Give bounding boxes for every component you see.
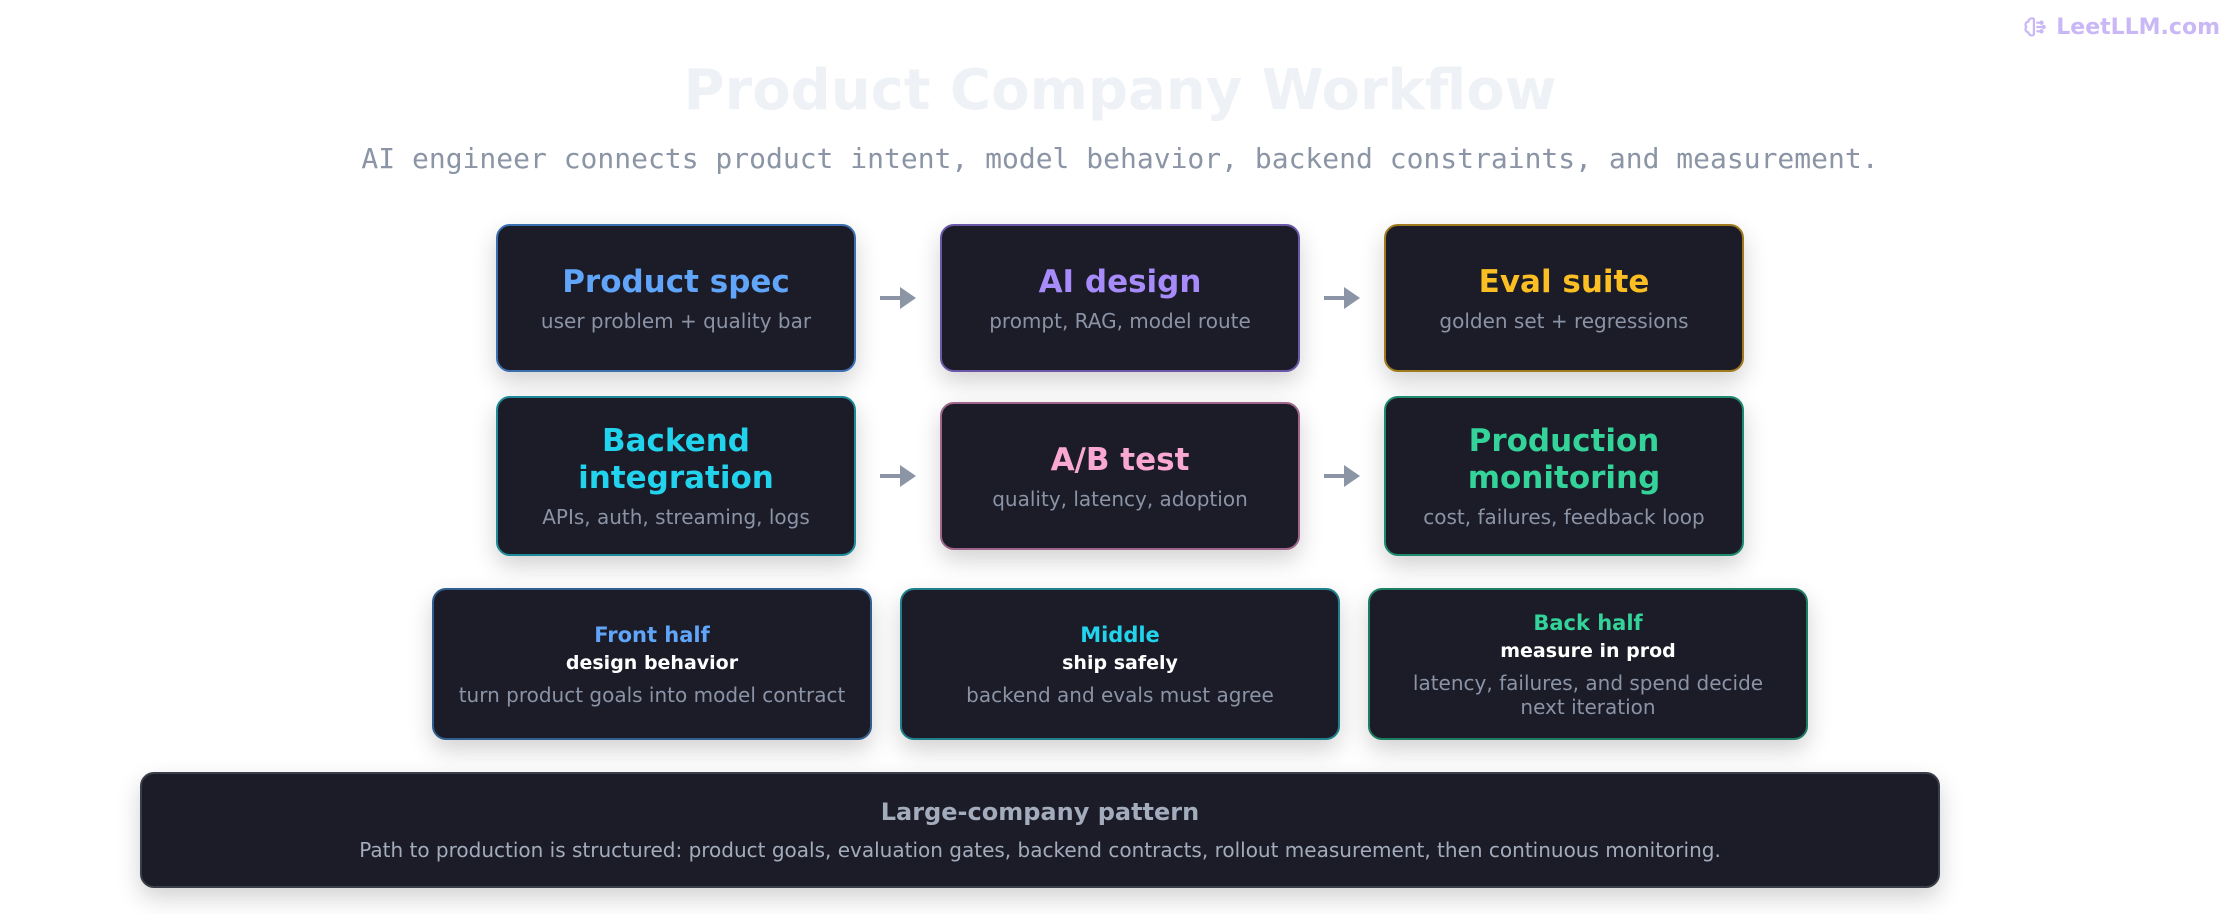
step-desc: cost, failures, feedback loop bbox=[1423, 505, 1705, 529]
step-desc: golden set + regressions bbox=[1439, 308, 1689, 333]
page-subtitle: AI engineer connects product intent, mod… bbox=[361, 142, 1879, 175]
step-product-spec: Product spec user problem + quality bar bbox=[496, 224, 856, 372]
step-desc: user problem + quality bar bbox=[540, 308, 812, 333]
phase-sub: ship safely bbox=[1062, 652, 1178, 674]
phase-head: Middle bbox=[1080, 623, 1160, 647]
step-production-monitoring: Production monitoring cost, failures, fe… bbox=[1384, 396, 1744, 556]
phase-desc: latency, failures, and spend decide next… bbox=[1412, 671, 1764, 719]
page-title: Product Company Workflow bbox=[683, 58, 1557, 123]
arrow-right-icon bbox=[880, 465, 916, 487]
phase-sub: design behavior bbox=[565, 652, 739, 674]
step-desc: quality, latency, adoption bbox=[992, 486, 1248, 511]
pattern-summary: Large-company pattern Path to production… bbox=[140, 772, 1940, 888]
pattern-title: Large-company pattern bbox=[880, 798, 1200, 826]
step-eval-suite: Eval suite golden set + regressions bbox=[1384, 224, 1744, 372]
phase-desc: turn product goals into model contract bbox=[458, 683, 846, 707]
step-title: Product spec bbox=[562, 263, 790, 300]
step-ai-design: AI design prompt, RAG, model route bbox=[940, 224, 1300, 372]
step-title: A/B test bbox=[1050, 441, 1190, 478]
step-backend-integration: Backend integration APIs, auth, streamin… bbox=[496, 396, 856, 556]
phase-desc: backend and evals must agree bbox=[966, 683, 1274, 707]
step-title: Backend integration bbox=[578, 423, 774, 496]
pattern-desc: Path to production is structured: produc… bbox=[359, 838, 1721, 862]
arrow-right-icon bbox=[880, 287, 916, 309]
brand-name: LeetLLM.com bbox=[2056, 14, 2220, 40]
arrow-right-icon bbox=[1324, 287, 1360, 309]
step-title: Eval suite bbox=[1478, 263, 1650, 300]
step-desc: APIs, auth, streaming, logs bbox=[542, 505, 810, 529]
phase-head: Back half bbox=[1533, 611, 1643, 635]
phase-back-half: Back half measure in prod latency, failu… bbox=[1368, 588, 1808, 740]
brand-logo[interactable]: LeetLLM.com bbox=[2022, 14, 2220, 40]
step-title: AI design bbox=[1038, 263, 1202, 300]
phase-front-half: Front half design behavior turn product … bbox=[432, 588, 872, 740]
step-title: Production monitoring bbox=[1467, 423, 1661, 496]
arrow-right-icon bbox=[1324, 465, 1360, 487]
phase-head: Front half bbox=[594, 623, 710, 647]
step-ab-test: A/B test quality, latency, adoption bbox=[940, 402, 1300, 550]
step-desc: prompt, RAG, model route bbox=[989, 308, 1251, 333]
brain-icon bbox=[2024, 17, 2047, 37]
phase-middle: Middle ship safely backend and evals mus… bbox=[900, 588, 1340, 740]
phase-sub: measure in prod bbox=[1500, 640, 1676, 662]
